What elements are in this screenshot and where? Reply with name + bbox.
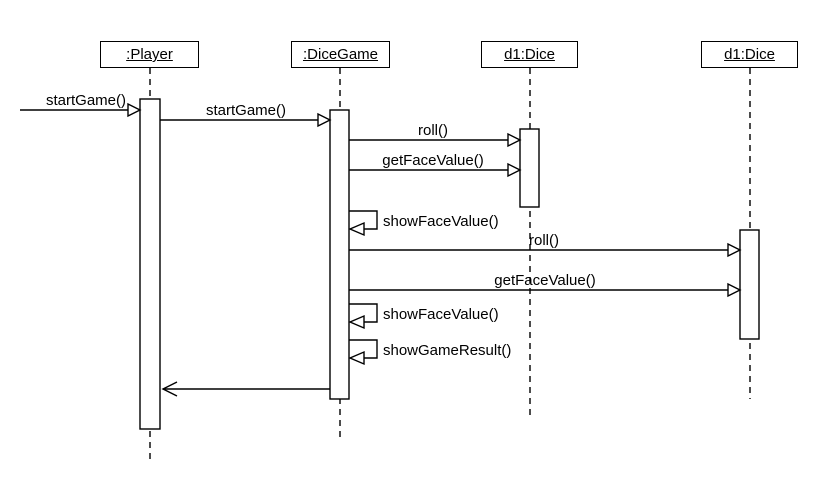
message-label-getfacevalue-1: getFaceValue() <box>382 152 484 169</box>
message-label-roll-1: roll() <box>418 122 448 139</box>
message-label-startgame-2: startGame() <box>205 102 287 119</box>
lifeline-label: d1:Dice <box>724 46 775 63</box>
message-label-showfacevalue-1: showFaceValue() <box>383 213 499 230</box>
lifeline-head-player: :Player <box>100 41 199 68</box>
arrowhead-icon <box>507 132 522 148</box>
arrowhead-icon <box>348 221 365 237</box>
lifeline-head-dice2: d1:Dice <box>701 41 798 68</box>
self-message-line-showgameresult <box>349 339 378 359</box>
activation-bar-dice2 <box>739 229 760 340</box>
message-label-roll-2: roll() <box>529 232 559 249</box>
lifeline-label: d1:Dice <box>504 46 555 63</box>
arrowhead-icon <box>317 112 332 128</box>
lifeline-head-dicegame: :DiceGame <box>291 41 390 68</box>
self-message-line-showfacevalue-1 <box>349 210 378 230</box>
arrowhead-icon <box>348 350 365 366</box>
lifeline-head-dice1: d1:Dice <box>481 41 578 68</box>
stick-arrowhead-icon <box>161 381 178 397</box>
lifeline-label: :DiceGame <box>302 46 379 63</box>
arrowhead-icon <box>348 314 365 330</box>
message-label-startgame-1: startGame() <box>45 92 127 109</box>
arrowhead-icon <box>727 242 742 258</box>
arrowhead-icon <box>507 162 522 178</box>
self-message-line-showfacevalue-2 <box>349 303 378 323</box>
activation-bar-dice1 <box>519 128 540 208</box>
lifeline-label: :Player <box>126 46 173 63</box>
activation-bar-dicegame <box>329 109 350 400</box>
arrowhead-icon <box>727 282 742 298</box>
message-label-showgameresult: showGameResult() <box>383 342 512 359</box>
arrowhead-icon <box>127 102 142 118</box>
message-label-getfacevalue-2: getFaceValue() <box>494 272 596 289</box>
activation-bar-player <box>139 98 161 430</box>
message-label-showfacevalue-2: showFaceValue() <box>383 306 499 323</box>
